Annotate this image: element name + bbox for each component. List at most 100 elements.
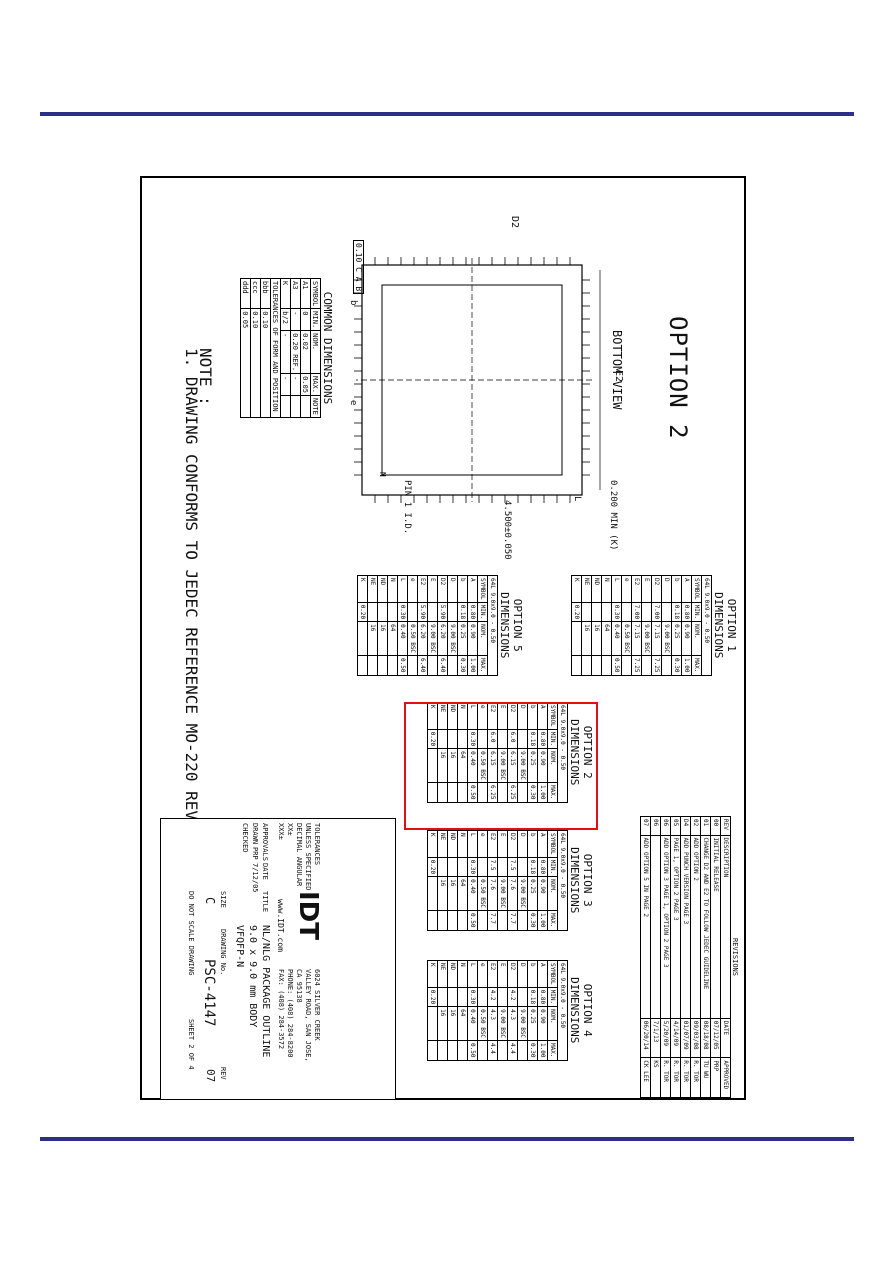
option-cell: 0.90 — [537, 876, 548, 911]
common-header-cell: SYMBOL — [310, 278, 321, 309]
option-cell: 0.50 BSC — [477, 1006, 488, 1041]
option-cell: b — [457, 575, 468, 603]
option-cell — [357, 621, 368, 656]
option-cell: 0.30 — [467, 987, 478, 1007]
common-cell: b/2 — [280, 308, 291, 331]
option-cell: K — [357, 575, 368, 603]
option-cell: D — [517, 830, 528, 858]
revision-cell: 09/03/08 — [690, 1018, 701, 1058]
tolerance-cell: 0.05 — [240, 308, 251, 418]
option-cell: 0.25 — [457, 621, 468, 656]
common-row: A3-0.20 REF.- — [290, 278, 301, 418]
option-cell: 0.80 — [537, 857, 548, 877]
size-label: SIZE — [219, 891, 227, 908]
revision-cell: ADD OPTION 2 — [690, 835, 701, 1019]
option-cell — [407, 602, 418, 622]
option-cell: 7.7 — [507, 910, 518, 930]
option-cell — [517, 987, 528, 1007]
revision-cell: R. TOR — [680, 1057, 691, 1098]
option-cell: 4.3 — [487, 1006, 498, 1041]
option-title: OPTION 3 — [581, 853, 594, 907]
title-line-3: VFQFP-N — [234, 925, 245, 968]
option-cell: b — [671, 575, 682, 603]
option-cell — [517, 910, 528, 930]
common-cell: - — [290, 308, 301, 331]
common-cell: - — [280, 373, 291, 396]
revision-cell: CHANGE D2 AND E2 TO FOLLOW JEDEC GUIDELI… — [700, 835, 711, 1019]
bottom-rule — [40, 1137, 854, 1141]
revision-cell — [650, 835, 661, 1019]
option-package: 64L 9.0x9.0 - 0.50 — [557, 960, 568, 1060]
title-line-1: NL/NLG PACKAGE OUTLINE — [260, 925, 271, 1058]
option-cell: K — [571, 575, 582, 603]
option-cell — [457, 910, 468, 930]
tolerance-cell: ddd — [240, 278, 251, 309]
option-cell: D — [447, 575, 458, 603]
option-cell — [641, 655, 652, 675]
dim-min-k: 0.200 MIN (K) — [608, 480, 618, 551]
tol-1: TOLERANCES — [313, 823, 321, 866]
option-cell: D2 — [507, 830, 518, 858]
option-cell: E2 — [487, 960, 498, 988]
rev-label: REV — [219, 1067, 227, 1080]
revision-cell: R. TOR — [670, 1057, 681, 1098]
option-cell: N — [457, 830, 468, 858]
common-cell: A3 — [290, 278, 301, 309]
tol-4: XX± — [286, 823, 294, 836]
option-cell: ND — [591, 575, 602, 603]
approvals-label: APPROVALS — [261, 823, 269, 861]
company-logo: IDT — [293, 891, 323, 940]
option-cell: MIN. — [691, 602, 702, 622]
revision-cell: 07 — [640, 816, 651, 836]
option-cell: A — [467, 575, 478, 603]
option-cell: 6.20 — [437, 621, 448, 656]
option-cell: 0.50 — [397, 655, 408, 675]
option-cell — [497, 857, 508, 877]
option-cell: 0.50 BSC — [477, 876, 488, 911]
option-cell: 1.00 — [537, 910, 548, 930]
address-1: 6024 SILVER CREEK — [313, 969, 321, 1041]
option-cell: E — [427, 575, 438, 603]
dim-e: e — [348, 400, 358, 406]
drawn-by: PRP — [251, 847, 259, 860]
title-block: IDT 6024 SILVER CREEK VALLEY ROAD, SAN J… — [160, 818, 396, 1100]
revision-header-cell: DESCRIPTION — [720, 835, 731, 1019]
option-cell: 0.25 — [671, 621, 682, 656]
option-cell: 7.15 — [631, 621, 642, 656]
option-cell — [427, 1006, 438, 1041]
option-cell: 0.18 — [457, 602, 468, 622]
tol-2: UNLESS SPECIFIED — [304, 823, 312, 891]
rev-value: 07 — [204, 1069, 217, 1083]
common-cell: - — [290, 373, 301, 396]
option-cell — [447, 655, 458, 675]
option-cell: 0.18 — [527, 857, 538, 877]
option-subtitle: DIMENSIONS — [568, 847, 581, 914]
option-cell: D — [661, 575, 672, 603]
drawing-no-label: DRAWING No. — [219, 929, 227, 976]
option-cell: 64 — [387, 621, 398, 656]
tolerance-cell: 0.10 — [250, 308, 261, 418]
option-cell — [477, 857, 488, 877]
option-package: 64L 9.0x9.0 - 0.50 — [557, 830, 568, 930]
option-cell: A — [537, 830, 548, 858]
